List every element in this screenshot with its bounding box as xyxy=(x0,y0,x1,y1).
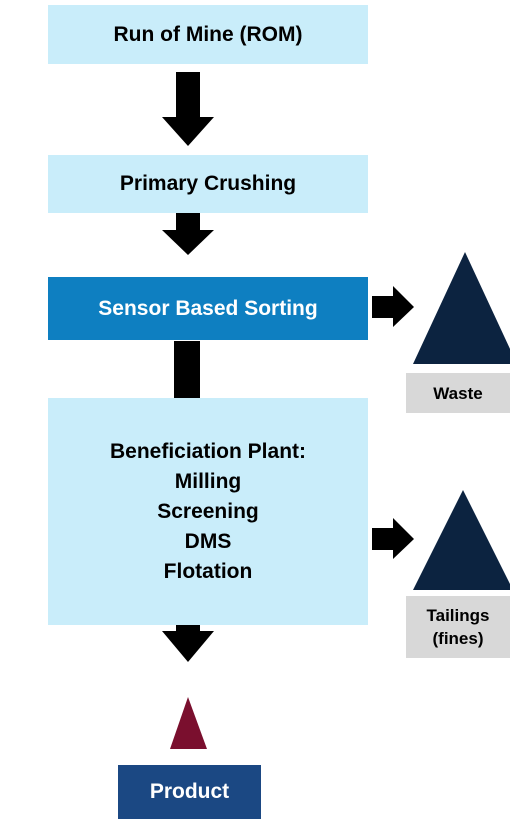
arrow-down-rom-to-crushing xyxy=(162,72,214,146)
output-tailings-label: Tailings (fines) xyxy=(406,596,510,658)
output-tailings-subtext: (fines) xyxy=(432,629,484,648)
node-run-of-mine: Run of Mine (ROM) xyxy=(48,5,368,64)
node-beneficiation-plant: Beneficiation Plant: Milling Screening D… xyxy=(48,398,368,625)
node-sensor-based-sorting-label: Sensor Based Sorting xyxy=(98,296,318,320)
beneficiation-title: Beneficiation Plant: xyxy=(109,439,307,463)
node-product-label: Product xyxy=(149,780,230,803)
beneficiation-step: Milling xyxy=(174,469,242,493)
arrow-right-to-tailings xyxy=(372,518,414,559)
connector-sorting-to-beneficiation xyxy=(174,341,200,398)
node-primary-crushing: Primary Crushing xyxy=(48,155,368,213)
beneficiation-step: Flotation xyxy=(163,559,253,583)
product-pile-icon xyxy=(170,697,207,749)
node-product: Product xyxy=(118,765,261,819)
arrow-right-to-waste xyxy=(372,286,414,327)
output-waste-label: Waste xyxy=(406,373,510,413)
beneficiation-step: DMS xyxy=(184,529,232,553)
tailings-stockpile-icon xyxy=(413,490,510,590)
beneficiation-step: Screening xyxy=(157,499,259,523)
node-primary-crushing-label: Primary Crushing xyxy=(119,172,297,195)
arrow-down-beneficiation-to-product xyxy=(162,624,214,662)
waste-stockpile-icon xyxy=(413,252,510,364)
output-waste-text: Waste xyxy=(433,383,483,403)
node-sensor-based-sorting: Sensor Based Sorting xyxy=(48,277,368,340)
output-tailings-text: Tailings xyxy=(426,606,490,625)
arrow-down-crushing-to-sorting xyxy=(162,212,214,255)
node-run-of-mine-label: Run of Mine (ROM) xyxy=(113,22,303,46)
